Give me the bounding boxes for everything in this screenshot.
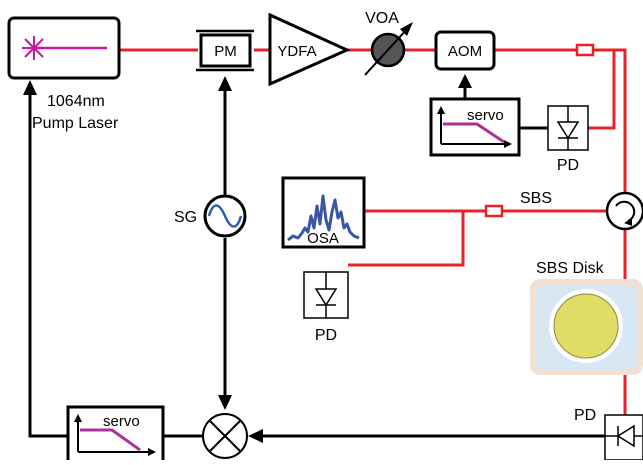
osa-spectrum-trace — [287, 194, 360, 242]
pump-laser: 1064nm Pump Laser — [7, 16, 121, 132]
fiber-tap-top — [575, 43, 595, 57]
optical-paths — [120, 48, 627, 415]
signal-generator: SG — [174, 194, 247, 238]
laser-wavelength-label: 1064nm — [47, 93, 105, 110]
voa-label: VOA — [365, 10, 399, 27]
arrowheads — [23, 74, 472, 443]
ydfa-triangle — [268, 12, 351, 87]
aom-box — [434, 30, 496, 71]
sbs-disk-resonator — [553, 293, 619, 359]
sg-label: SG — [174, 209, 197, 226]
voa-arrow-line — [364, 27, 409, 76]
ydfa-amplifier: YDFA — [268, 12, 351, 87]
mixer — [202, 413, 248, 459]
electrical-paths — [28, 83, 605, 438]
pd-top: PD — [547, 105, 589, 174]
fiber-tap-to-pd-top — [588, 48, 616, 130]
fiber-tap-middle — [484, 204, 504, 218]
fiber-tap-to-pd-middle — [348, 211, 465, 267]
sbs-disk-label: SBS Disk — [536, 260, 605, 277]
phase-modulator: PM — [196, 29, 254, 72]
servo-bottom-trace — [80, 428, 141, 452]
fiber-aom-to-circulator — [494, 48, 627, 192]
voa-arrow-head — [400, 22, 413, 36]
servo-top: servo — [429, 97, 521, 157]
sine-wave-icon — [207, 204, 243, 228]
osa-box — [281, 176, 366, 249]
pd-top-label: PD — [557, 157, 579, 174]
arrow-to-laser — [23, 80, 37, 95]
servo-bottom-box — [66, 405, 165, 465]
servo-bottom-label: servo — [103, 413, 140, 430]
arrow-to-mixer — [218, 395, 232, 410]
arrow-into-mixer — [248, 429, 263, 443]
pd-middle: PD — [303, 271, 349, 344]
laser-name-label: Pump Laser — [32, 115, 119, 132]
pd-middle-label: PD — [315, 327, 337, 344]
arrow-to-pm — [218, 76, 232, 91]
ydfa-label: YDFA — [277, 43, 316, 60]
servo-top-label: servo — [467, 107, 504, 124]
osa-label: OSA — [307, 230, 339, 247]
servo-top-trace — [443, 122, 505, 144]
pd-bottom: PD — [574, 407, 643, 461]
pm-box — [199, 33, 252, 68]
pd-bottom-label: PD — [574, 407, 596, 424]
aom-label: AOM — [448, 43, 482, 60]
sbs-label: SBS — [520, 190, 552, 207]
aom-modulator: AOM — [434, 30, 496, 71]
circulator — [605, 191, 643, 231]
servo-bottom: servo — [66, 405, 165, 465]
optical-spectrum-analyzer: OSA — [281, 176, 366, 249]
sbs-disk: SBS Disk — [530, 260, 643, 375]
servo-top-box — [429, 97, 521, 157]
pm-label: PM — [214, 43, 237, 60]
wire-servo-to-laser — [28, 90, 68, 438]
arrow-to-aom — [458, 74, 472, 88]
circulator-circle — [605, 191, 643, 231]
voa-attenuator: VOA — [364, 10, 413, 76]
